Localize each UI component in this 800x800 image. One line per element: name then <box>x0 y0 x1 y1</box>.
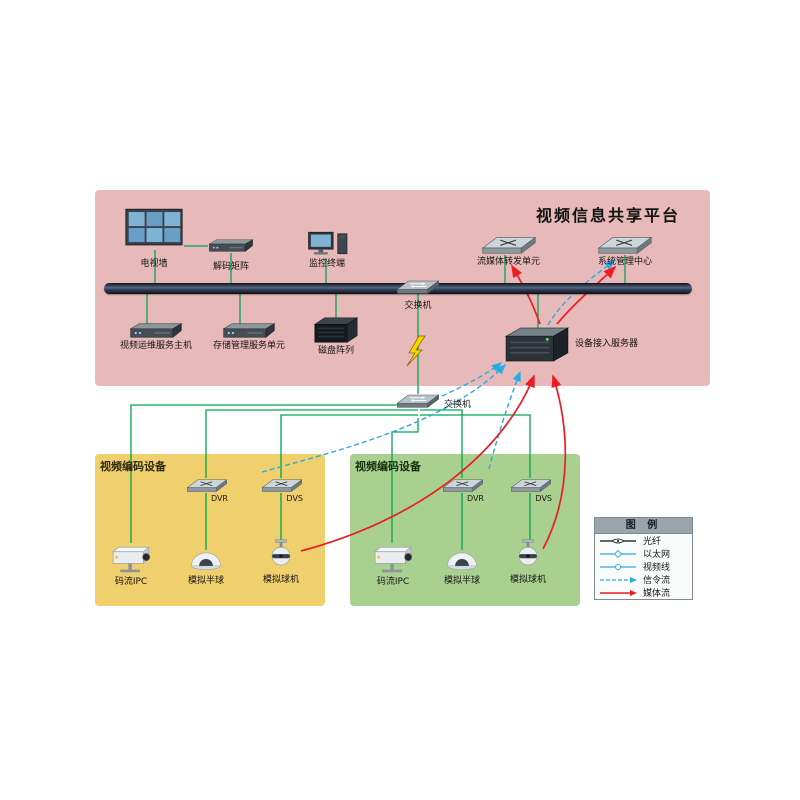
node-switch-top: 交换机 <box>396 278 440 311</box>
ipc-camera-icon <box>106 541 156 575</box>
media-flow-icon <box>600 589 637 596</box>
dvs-icon <box>510 477 552 493</box>
node-label: 系统管理中心 <box>597 257 652 267</box>
legend-item: 视频线 <box>595 560 692 573</box>
device-access-server-icon <box>504 326 570 363</box>
legend-label: 光纤 <box>643 537 662 547</box>
node-label: 磁盘阵列 <box>317 346 354 356</box>
stream-forward-unit-icon <box>481 234 537 255</box>
node-label: 存储管理服务单元 <box>213 341 286 351</box>
ptz-camera-icon <box>506 538 550 566</box>
dvr-icon <box>186 477 228 493</box>
legend-item: 信令流 <box>595 573 692 586</box>
node-dome-right: 模拟半球 <box>440 548 484 586</box>
node-stream-forward-unit: 流媒体转发单元 <box>477 234 540 267</box>
legend-label: 视频线 <box>643 563 671 573</box>
node-storage-mgmt-unit: 存储管理服务单元 <box>213 322 285 351</box>
dome-camera-icon <box>440 548 484 570</box>
node-label: 交换机 <box>444 400 472 410</box>
storage-mgmt-unit-icon <box>222 322 276 339</box>
ptz-camera-icon <box>259 538 303 566</box>
fiber-line-icon <box>600 538 636 543</box>
node-label: 模拟半球 <box>443 576 480 586</box>
switch-icon <box>396 278 440 295</box>
node-label: 流媒体转发单元 <box>477 257 541 267</box>
ethernet-line-icon <box>600 549 636 558</box>
dome-camera-icon <box>184 548 228 570</box>
node-label: 码流IPC <box>376 577 410 587</box>
node-label: DVR <box>210 494 228 503</box>
node-label: 解码矩阵 <box>212 262 249 272</box>
node-label: 模拟球机 <box>509 575 546 585</box>
node-system-mgmt-center: 系统管理中心 <box>597 234 653 267</box>
dvr-icon <box>442 477 484 493</box>
node-dome-left: 模拟半球 <box>184 548 228 586</box>
node-label: 电视墙 <box>140 259 168 269</box>
node-disk-array: 磁盘阵列 <box>310 316 362 356</box>
node-dvs-right: DVS <box>510 477 552 503</box>
node-ipc-left: 码流IPC <box>106 541 156 587</box>
node-label: DVS <box>286 494 303 503</box>
node-label: 模拟半球 <box>187 576 224 586</box>
node-label: 模拟球机 <box>262 575 299 585</box>
page-title: 视频信息共享平台 <box>536 206 681 225</box>
legend-label: 以太网 <box>643 550 671 560</box>
disk-array-icon <box>310 316 362 344</box>
legend-item: 以太网 <box>595 547 692 560</box>
node-dvr-left: DVR <box>186 477 228 503</box>
tv-wall-icon <box>124 206 184 250</box>
decoder-matrix-icon <box>208 238 254 253</box>
node-label: DVS <box>535 494 552 503</box>
encoder-region-right-label: 视频编码设备 <box>355 460 421 473</box>
node-ball-right: 模拟球机 <box>506 538 550 585</box>
node-monitor-terminal: 监控终端 <box>304 229 350 269</box>
video-line-icon <box>600 563 636 570</box>
node-switch-bottom: 交换机 <box>396 392 471 410</box>
monitor-terminal-icon <box>304 229 350 257</box>
signal-flow-icon <box>600 576 637 583</box>
video-ops-host-icon <box>129 322 183 339</box>
node-dvr-right: DVR <box>442 477 484 503</box>
node-device-access-server: 设备接入服务器 <box>504 326 638 363</box>
node-label: 视频运维服务主机 <box>120 341 193 351</box>
legend-label: 信令流 <box>643 576 671 586</box>
node-dvs-left: DVS <box>261 477 303 503</box>
legend-item: 媒体流 <box>595 586 692 599</box>
legend-label: 媒体流 <box>643 589 671 599</box>
node-label: 监控终端 <box>308 259 345 269</box>
node-label: 码流IPC <box>114 577 148 587</box>
encoder-region-left-label: 视频编码设备 <box>100 460 166 473</box>
node-tv-wall: 电视墙 <box>124 206 184 269</box>
node-video-ops-host: 视频运维服务主机 <box>120 322 192 351</box>
node-decoder-matrix: 解码矩阵 <box>208 238 254 272</box>
legend: 图 例 光纤 以太网 视频线 <box>594 517 693 600</box>
legend-title: 图 例 <box>595 518 692 534</box>
node-ipc-right: 码流IPC <box>368 541 418 587</box>
system-mgmt-center-icon <box>597 234 653 255</box>
node-label: 交换机 <box>404 301 432 311</box>
switch-icon <box>396 392 440 409</box>
node-ball-left: 模拟球机 <box>259 538 303 585</box>
dvs-icon <box>261 477 303 493</box>
node-label: DVR <box>466 494 484 503</box>
legend-item: 光纤 <box>595 534 692 547</box>
node-label: 设备接入服务器 <box>575 339 639 349</box>
ipc-camera-icon <box>368 541 418 575</box>
